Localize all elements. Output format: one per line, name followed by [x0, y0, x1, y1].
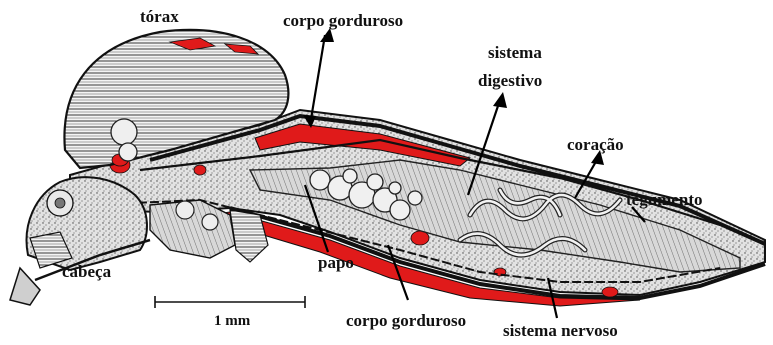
label-crop: papo: [318, 253, 354, 272]
label-head: cabeça: [62, 262, 112, 281]
scale-bar-label: 1 mm: [214, 313, 251, 329]
scale-bar: [155, 296, 305, 308]
label-digestive-line1: sistema: [488, 43, 542, 62]
label-digestive-line2: digestivo: [478, 71, 542, 90]
label-fat-body-bottom: corpo gorduroso: [346, 311, 466, 330]
label-nervous-system: sistema nervoso: [503, 321, 618, 340]
proboscis: [10, 268, 40, 305]
label-thorax: tórax: [140, 7, 179, 26]
label-tegument: tegumento: [626, 190, 702, 209]
label-fat-body-top: corpo gorduroso: [283, 11, 403, 30]
label-heart: coração: [567, 135, 624, 154]
